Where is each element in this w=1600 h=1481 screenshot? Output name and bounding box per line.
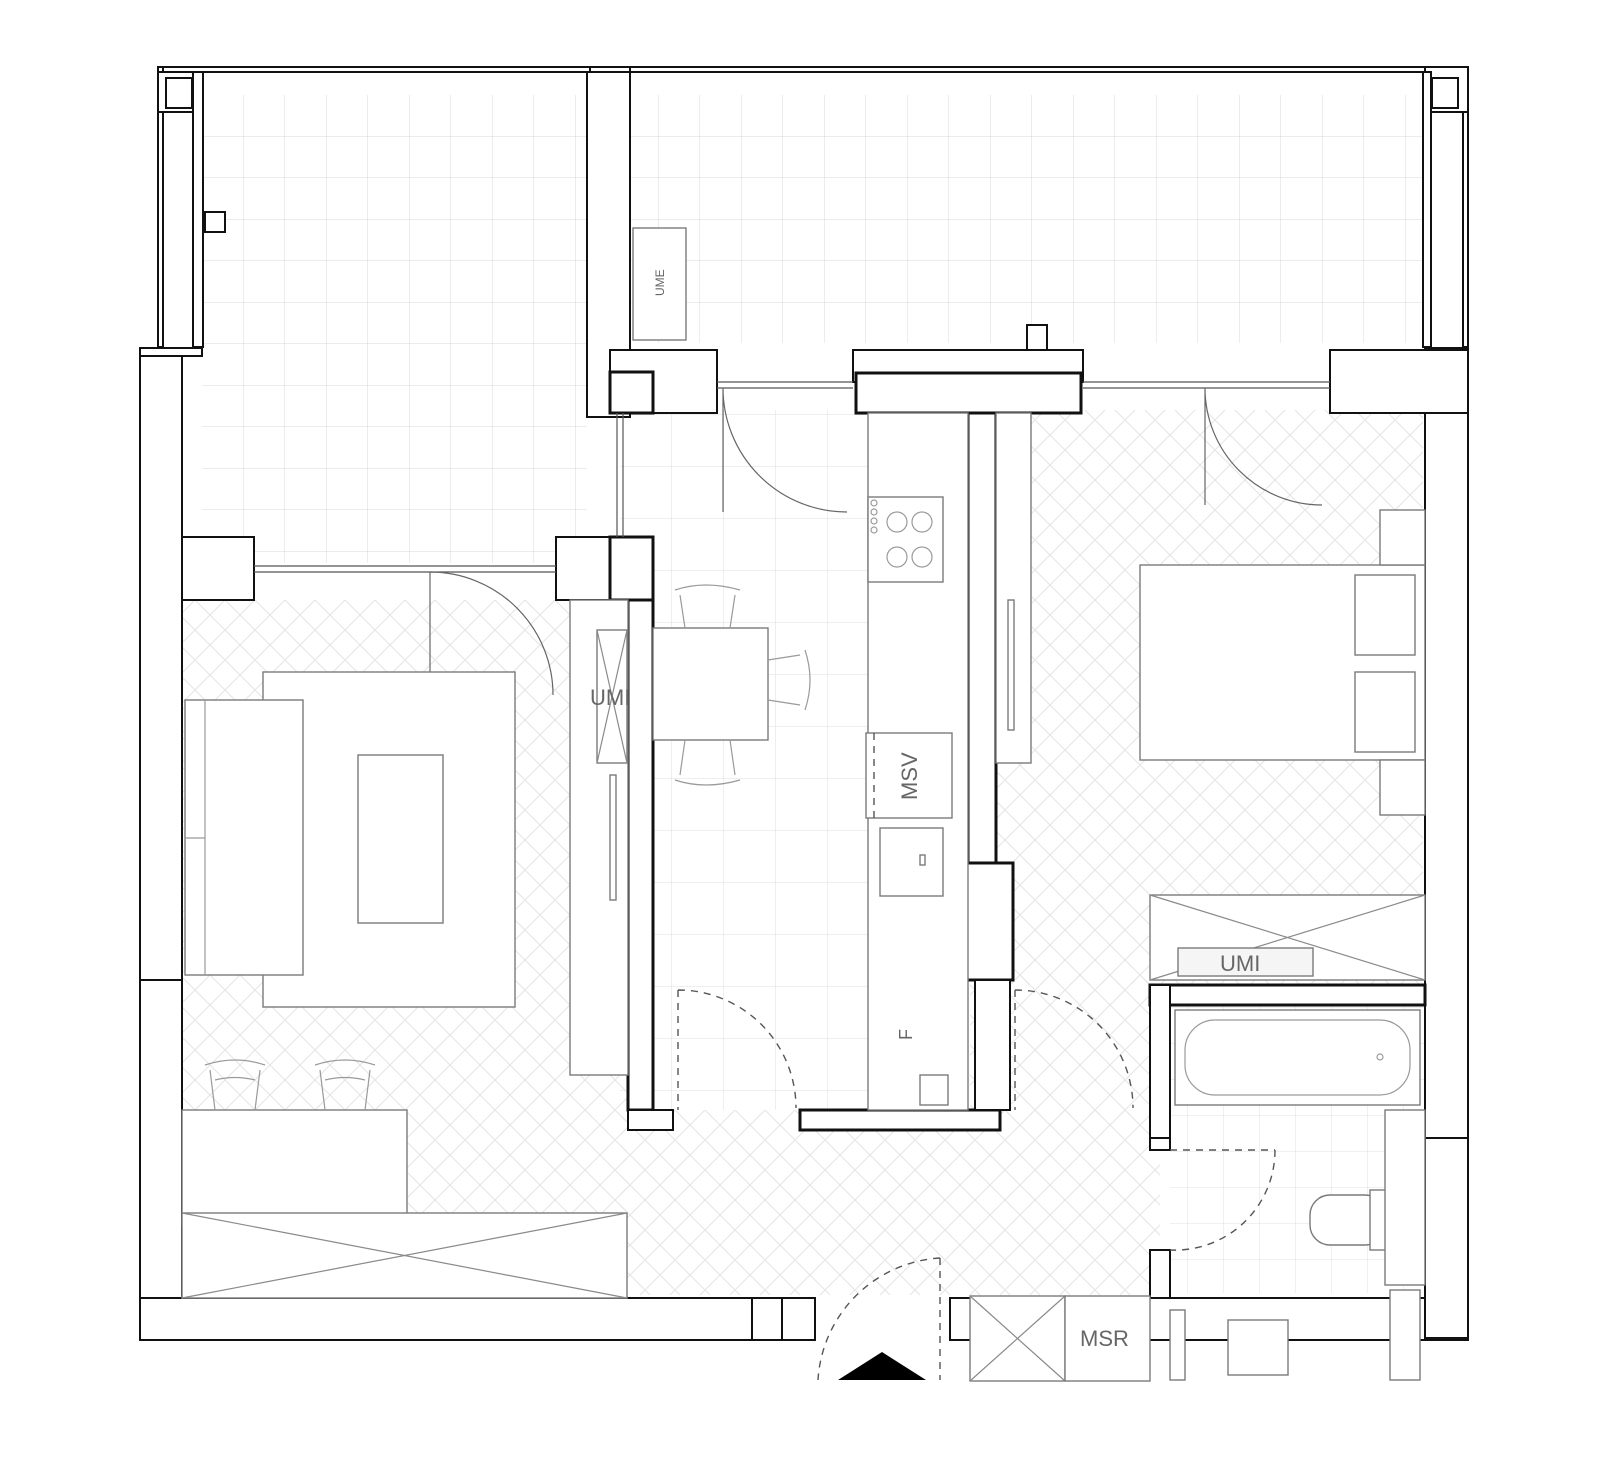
- f-label: F: [896, 1029, 916, 1040]
- nightstand-2: [1379, 759, 1426, 816]
- washbasin-icon: [1227, 1319, 1289, 1376]
- exterior-walls: [139, 324, 1469, 1341]
- bedroom: UMI: [995, 412, 1426, 981]
- hall-floor: [620, 1110, 1160, 1295]
- balcony-left-floor: [202, 95, 587, 563]
- msr-box: [1064, 1295, 1151, 1382]
- hall: MSR: [969, 1295, 1151, 1382]
- kitchen-floor: [620, 410, 870, 1110]
- door-bedroom-balcony: [1204, 387, 1323, 506]
- coffee-table: [357, 754, 444, 924]
- umi-bedroom-label: UMI: [1220, 951, 1260, 976]
- msv-label: MSV: [897, 752, 922, 800]
- ume-label: UME: [653, 269, 667, 296]
- nightstand-1: [1379, 509, 1426, 566]
- cooktop-icon: [870, 499, 933, 568]
- balcony-right-floor: [630, 95, 1423, 343]
- dining-table-kitchen: [652, 627, 769, 741]
- doors: [429, 387, 1323, 1381]
- umi-living-label: UMI: [590, 685, 630, 710]
- door-entrance: [817, 1257, 941, 1381]
- pillow-1: [1354, 574, 1416, 656]
- door-kitchen-balcony: [722, 387, 848, 513]
- kitchen-chairs: [674, 584, 811, 786]
- msv-box: [865, 732, 953, 819]
- cooktop: [867, 496, 944, 583]
- dining-table: [181, 1109, 408, 1226]
- door-bedroom-hall: [1014, 989, 1134, 1110]
- door-bathroom: [1169, 1149, 1276, 1251]
- tv-bedroom: [1007, 599, 1015, 731]
- living-wardrobe-box: [181, 1212, 628, 1299]
- entrance-arrow-icon: [838, 1352, 926, 1380]
- sink-icon: [879, 827, 944, 897]
- bath-cabinet: [1384, 1109, 1426, 1286]
- living-room: UMI: [181, 599, 630, 1299]
- msr-label: MSR: [1080, 1326, 1129, 1351]
- ume-unit: UME: [204, 211, 687, 341]
- bathroom: [1169, 1009, 1426, 1381]
- kitchen: MSV F: [652, 412, 969, 1111]
- tv: [609, 774, 617, 901]
- door-kitchen-hall: [677, 989, 797, 1110]
- bathtub-icon: [1174, 1009, 1421, 1106]
- pillow-2: [1354, 671, 1416, 753]
